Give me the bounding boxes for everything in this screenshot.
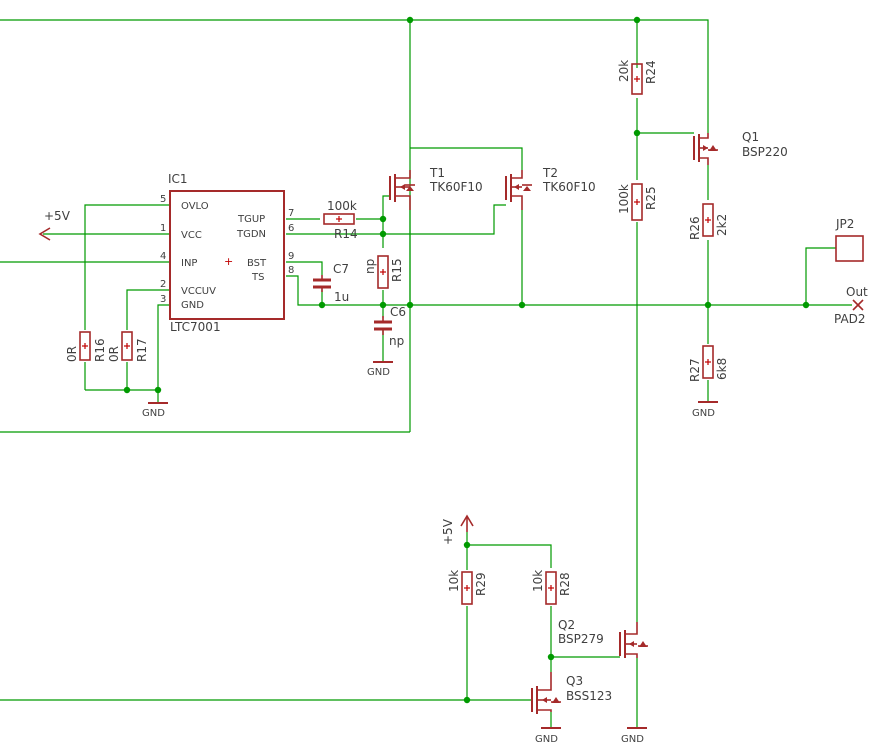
capacitor-c6: C6 np — [374, 305, 406, 348]
mosfet-q3: Q3 BSS123 — [531, 672, 612, 714]
r28-ref: R28 — [558, 572, 572, 596]
gnd-label: GND — [621, 734, 644, 745]
out-label: Out — [846, 285, 868, 299]
r15-value: np — [363, 259, 377, 274]
q2-ref: Q2 — [558, 618, 575, 632]
q3-part: BSS123 — [566, 689, 612, 703]
r26-ref: R26 — [688, 216, 702, 240]
q1-ref: Q1 — [742, 130, 759, 144]
gnd-q3: GND — [535, 727, 561, 745]
gnd-label: GND — [142, 408, 165, 419]
resistor-r29: 10k R29 — [447, 570, 488, 605]
r29-value: 10k — [447, 570, 461, 592]
r28-value: 10k — [531, 570, 545, 592]
mosfet-t1: T1 TK60F10 — [389, 166, 483, 210]
ic1-pin-name: VCCUV — [181, 286, 216, 297]
ic1-pin-num: 1 — [160, 223, 166, 234]
mosfet-q2: Q2 BSP279 — [558, 618, 648, 658]
q2-part: BSP279 — [558, 632, 604, 646]
c7-value: 1u — [334, 290, 349, 304]
t2-part: TK60F10 — [542, 180, 596, 194]
supply-5v-bottom: +5V — [441, 514, 474, 545]
resistor-r15: np R15 — [363, 255, 404, 289]
vcc-bottom-label: +5V — [441, 518, 455, 545]
ic1-pin-num: 4 — [160, 251, 166, 262]
q3-ref: Q3 — [566, 674, 583, 688]
vcc-left-label: +5V — [44, 209, 71, 223]
resistor-r25: 100k R25 — [617, 183, 658, 221]
r26-value: 2k2 — [715, 214, 729, 236]
ic1-pin-name: VCC — [181, 230, 202, 241]
mosfet-q1: Q1 BSP220 — [693, 130, 788, 165]
resistor-r14: 100k R14 — [323, 199, 358, 241]
r27-value: 6k8 — [715, 358, 729, 380]
resistor-r24: 20k R24 — [617, 60, 658, 95]
r27-ref: R27 — [688, 358, 702, 382]
c6-value: np — [389, 334, 404, 348]
ic1-pin-name: OVLO — [181, 201, 209, 212]
ic1: IC1 LTC7001 5 1 4 2 3 OVLO VCC INP VCCUV… — [160, 172, 294, 334]
ic1-pin-name: GND — [181, 300, 204, 311]
c7-ref: C7 — [333, 262, 349, 276]
gnd-ic1: GND — [142, 402, 168, 419]
r24-ref: R24 — [644, 60, 658, 84]
resistor-r16: 0R R16 — [65, 331, 107, 362]
t1-part: TK60F10 — [429, 180, 483, 194]
pad-out: Out PAD2 — [834, 285, 868, 326]
ic1-pin-num: 3 — [160, 294, 166, 305]
t2-ref: T2 — [542, 166, 558, 180]
ic1-pin-name: TGDN — [236, 229, 266, 240]
r16-ref: R16 — [93, 338, 107, 362]
ic1-pin-num: 8 — [288, 265, 294, 276]
ic1-pin-name: TS — [251, 272, 264, 283]
r25-value: 100k — [617, 184, 631, 214]
r14-value: 100k — [327, 199, 357, 213]
resistor-r26: R26 2k2 — [688, 203, 729, 240]
resistor-r27: R27 6k8 — [688, 345, 729, 382]
resistor-r17: 0R R17 — [107, 331, 149, 362]
r29-ref: R29 — [474, 572, 488, 596]
ic1-pin-name: TGUP — [237, 214, 265, 225]
r16-value: 0R — [65, 346, 79, 362]
r17-value: 0R — [107, 346, 121, 362]
gnd-label: GND — [535, 734, 558, 745]
r14-ref: R14 — [334, 227, 358, 241]
r25-ref: R25 — [644, 186, 658, 210]
junctions — [123, 16, 810, 704]
ic1-pin-num: 7 — [288, 208, 294, 219]
c6-ref: C6 — [390, 305, 406, 319]
mosfet-t2: T2 TK60F10 — [505, 166, 596, 210]
capacitor-c7: C7 1u — [313, 262, 349, 304]
gnd-q2: GND — [621, 727, 647, 745]
gnd-r27: GND — [692, 401, 718, 419]
ic1-pin-num: 9 — [288, 251, 294, 262]
jp2-label: JP2 — [835, 217, 854, 231]
gnd-c6: GND — [367, 361, 393, 378]
r17-ref: R17 — [135, 338, 149, 362]
pad2-label: PAD2 — [834, 312, 866, 326]
svg-text:+: + — [224, 255, 233, 268]
q1-part: BSP220 — [742, 145, 788, 159]
supply-5v-left: +5V — [38, 209, 71, 241]
gnd-label: GND — [367, 367, 390, 378]
jumper-jp2: JP2 — [835, 217, 864, 262]
t1-ref: T1 — [429, 166, 445, 180]
r24-value: 20k — [617, 60, 631, 82]
gnd-label: GND — [692, 408, 715, 419]
r15-ref: R15 — [390, 258, 404, 282]
ic1-pin-name: BST — [247, 258, 267, 269]
ic1-part: LTC7001 — [170, 320, 221, 334]
resistor-r28: 10k R28 — [531, 570, 572, 605]
ic1-pin-num: 2 — [160, 279, 166, 290]
ic1-ref: IC1 — [168, 172, 188, 186]
ic1-pin-num: 5 — [160, 194, 166, 205]
ic1-pin-num: 6 — [288, 223, 294, 234]
ic1-pin-name: INP — [181, 258, 197, 269]
wires — [0, 19, 852, 728]
